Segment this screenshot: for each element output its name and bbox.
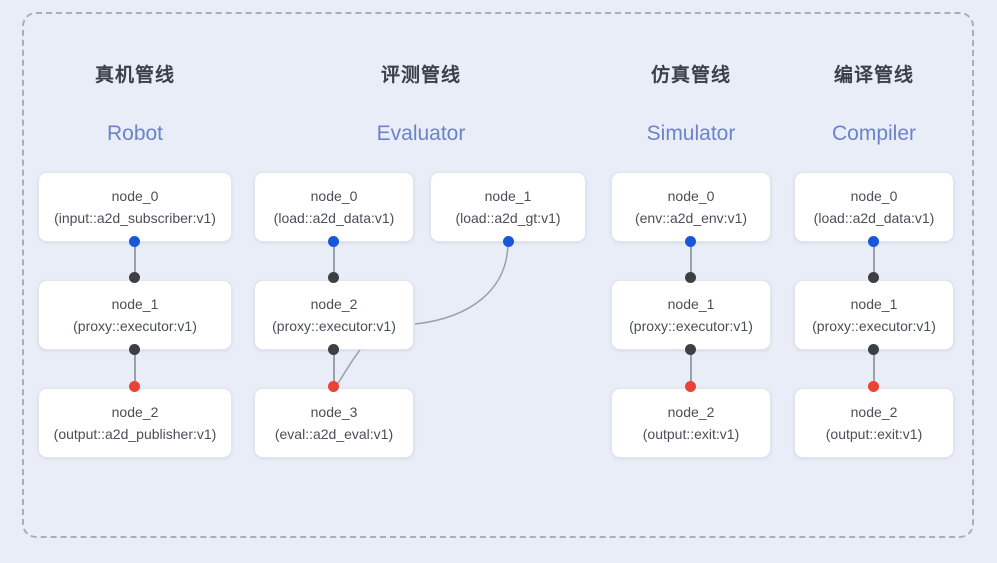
node-label-name: node_0 bbox=[667, 188, 715, 204]
column-subtitle-simulator: Simulator bbox=[646, 122, 736, 145]
node-label-name: node_2 bbox=[111, 404, 159, 420]
node-label-name: node_2 bbox=[850, 404, 898, 420]
column-title-evaluator: 评测管线 bbox=[380, 65, 461, 86]
column-subtitle-compiler: Compiler bbox=[831, 122, 917, 145]
node-compiler-2[interactable]: node_2 (output::exit:v1) bbox=[794, 388, 954, 458]
node-label-name: node_0 bbox=[310, 188, 358, 204]
port-dot-red-robot-2[interactable] bbox=[129, 381, 140, 392]
column-title-robot: 真机管线 bbox=[94, 65, 175, 86]
node-label-kind: (proxy::executor:v1) bbox=[73, 318, 197, 334]
node-label-kind: (load::a2d_gt:v1) bbox=[455, 210, 561, 226]
link-robot-0-1 bbox=[134, 241, 136, 277]
node-label-kind: (input::a2d_subscriber:v1) bbox=[54, 210, 216, 226]
node-robot-2[interactable]: node_2 (output::a2d_publisher:v1) bbox=[38, 388, 232, 458]
node-label-name: node_0 bbox=[111, 188, 159, 204]
port-dot-black-robot-1-out[interactable] bbox=[129, 344, 140, 355]
node-compiler-1[interactable]: node_1 (proxy::executor:v1) bbox=[794, 280, 954, 350]
column-subtitle-robot: Robot bbox=[106, 122, 164, 145]
link-evaluator-2-3 bbox=[333, 349, 335, 385]
node-label-name: node_1 bbox=[850, 296, 898, 312]
port-dot-red-simulator-2[interactable] bbox=[685, 381, 696, 392]
port-dot-black-evaluator-2-in[interactable] bbox=[328, 272, 339, 283]
node-label-name: node_2 bbox=[667, 404, 715, 420]
node-evaluator-1[interactable]: node_1 (load::a2d_gt:v1) bbox=[430, 172, 586, 242]
node-label-kind: (eval::a2d_eval:v1) bbox=[274, 426, 394, 442]
port-dot-black-simulator-1-out[interactable] bbox=[685, 344, 696, 355]
node-simulator-0[interactable]: node_0 (env::a2d_env:v1) bbox=[611, 172, 771, 242]
node-label-kind: (env::a2d_env:v1) bbox=[634, 210, 748, 226]
node-evaluator-0[interactable]: node_0 (load::a2d_data:v1) bbox=[254, 172, 414, 242]
port-dot-black-simulator-1-in[interactable] bbox=[685, 272, 696, 283]
port-dot-blue-evaluator-1[interactable] bbox=[503, 236, 514, 247]
port-dot-red-compiler-2[interactable] bbox=[868, 381, 879, 392]
column-title-compiler: 编译管线 bbox=[833, 65, 914, 86]
node-label-name: node_1 bbox=[484, 188, 532, 204]
node-robot-1[interactable]: node_1 (proxy::executor:v1) bbox=[38, 280, 232, 350]
port-dot-black-robot-1-in[interactable] bbox=[129, 272, 140, 283]
link-compiler-1-2 bbox=[873, 349, 875, 385]
node-label-kind: (load::a2d_data:v1) bbox=[813, 210, 935, 226]
port-dot-blue-simulator-0[interactable] bbox=[685, 236, 696, 247]
link-robot-1-2 bbox=[134, 349, 136, 385]
node-label-name: node_3 bbox=[310, 404, 358, 420]
node-label-name: node_1 bbox=[111, 296, 159, 312]
node-label-kind: (output::exit:v1) bbox=[825, 426, 923, 442]
node-compiler-0[interactable]: node_0 (load::a2d_data:v1) bbox=[794, 172, 954, 242]
port-dot-black-evaluator-2-out[interactable] bbox=[328, 344, 339, 355]
node-label-name: node_2 bbox=[310, 296, 358, 312]
node-simulator-2[interactable]: node_2 (output::exit:v1) bbox=[611, 388, 771, 458]
link-simulator-1-2 bbox=[690, 349, 692, 385]
link-simulator-0-1 bbox=[690, 241, 692, 277]
port-dot-blue-robot-0[interactable] bbox=[129, 236, 140, 247]
node-label-kind: (output::a2d_publisher:v1) bbox=[53, 426, 217, 442]
port-dot-blue-compiler-0[interactable] bbox=[868, 236, 879, 247]
node-evaluator-3[interactable]: node_3 (eval::a2d_eval:v1) bbox=[254, 388, 414, 458]
node-label-kind: (proxy::executor:v1) bbox=[812, 318, 936, 334]
port-dot-red-evaluator-3[interactable] bbox=[328, 381, 339, 392]
node-label-kind: (output::exit:v1) bbox=[642, 426, 740, 442]
node-evaluator-2[interactable]: node_2 (proxy::executor:v1) bbox=[254, 280, 414, 350]
port-dot-black-compiler-1-out[interactable] bbox=[868, 344, 879, 355]
column-subtitle-evaluator: Evaluator bbox=[376, 122, 466, 145]
port-dot-black-compiler-1-in[interactable] bbox=[868, 272, 879, 283]
node-label-kind: (proxy::executor:v1) bbox=[629, 318, 753, 334]
node-label-kind: (load::a2d_data:v1) bbox=[273, 210, 395, 226]
node-simulator-1[interactable]: node_1 (proxy::executor:v1) bbox=[611, 280, 771, 350]
node-robot-0[interactable]: node_0 (input::a2d_subscriber:v1) bbox=[38, 172, 232, 242]
link-compiler-0-1 bbox=[873, 241, 875, 277]
node-label-name: node_0 bbox=[850, 188, 898, 204]
port-dot-blue-evaluator-0[interactable] bbox=[328, 236, 339, 247]
node-label-kind: (proxy::executor:v1) bbox=[272, 318, 396, 334]
column-title-simulator: 仿真管线 bbox=[650, 65, 731, 86]
link-evaluator-0-2 bbox=[333, 241, 335, 277]
node-label-name: node_1 bbox=[667, 296, 715, 312]
